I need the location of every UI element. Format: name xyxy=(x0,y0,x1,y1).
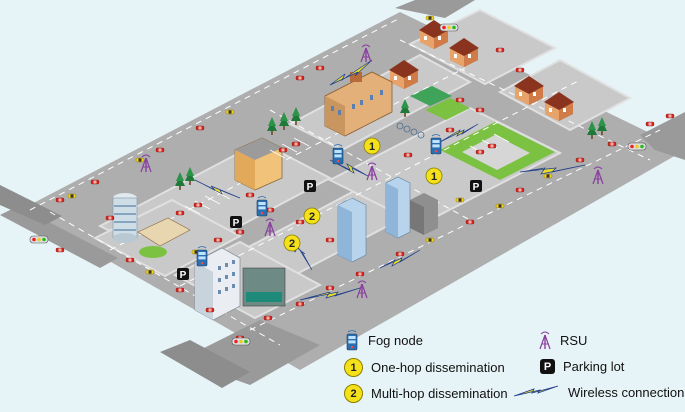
svg-text:1: 1 xyxy=(369,141,375,153)
svg-text:P: P xyxy=(233,218,240,229)
parking-marker: P xyxy=(230,216,242,229)
svg-text:P: P xyxy=(180,270,187,281)
parking-marker: P xyxy=(177,268,189,281)
dissemination-badge: 2 xyxy=(283,234,301,252)
svg-text:P: P xyxy=(307,182,314,193)
parking-marker: P xyxy=(304,180,316,193)
dissemination-badge: 1 xyxy=(425,167,443,185)
svg-text:2: 2 xyxy=(309,211,315,223)
svg-text:1: 1 xyxy=(431,171,437,183)
svg-text:2: 2 xyxy=(289,238,295,250)
parking-marker: P xyxy=(470,180,482,193)
dissemination-badge: 1 xyxy=(363,137,381,155)
dissemination-badge: 2 xyxy=(303,207,321,225)
svg-text:P: P xyxy=(473,182,480,193)
